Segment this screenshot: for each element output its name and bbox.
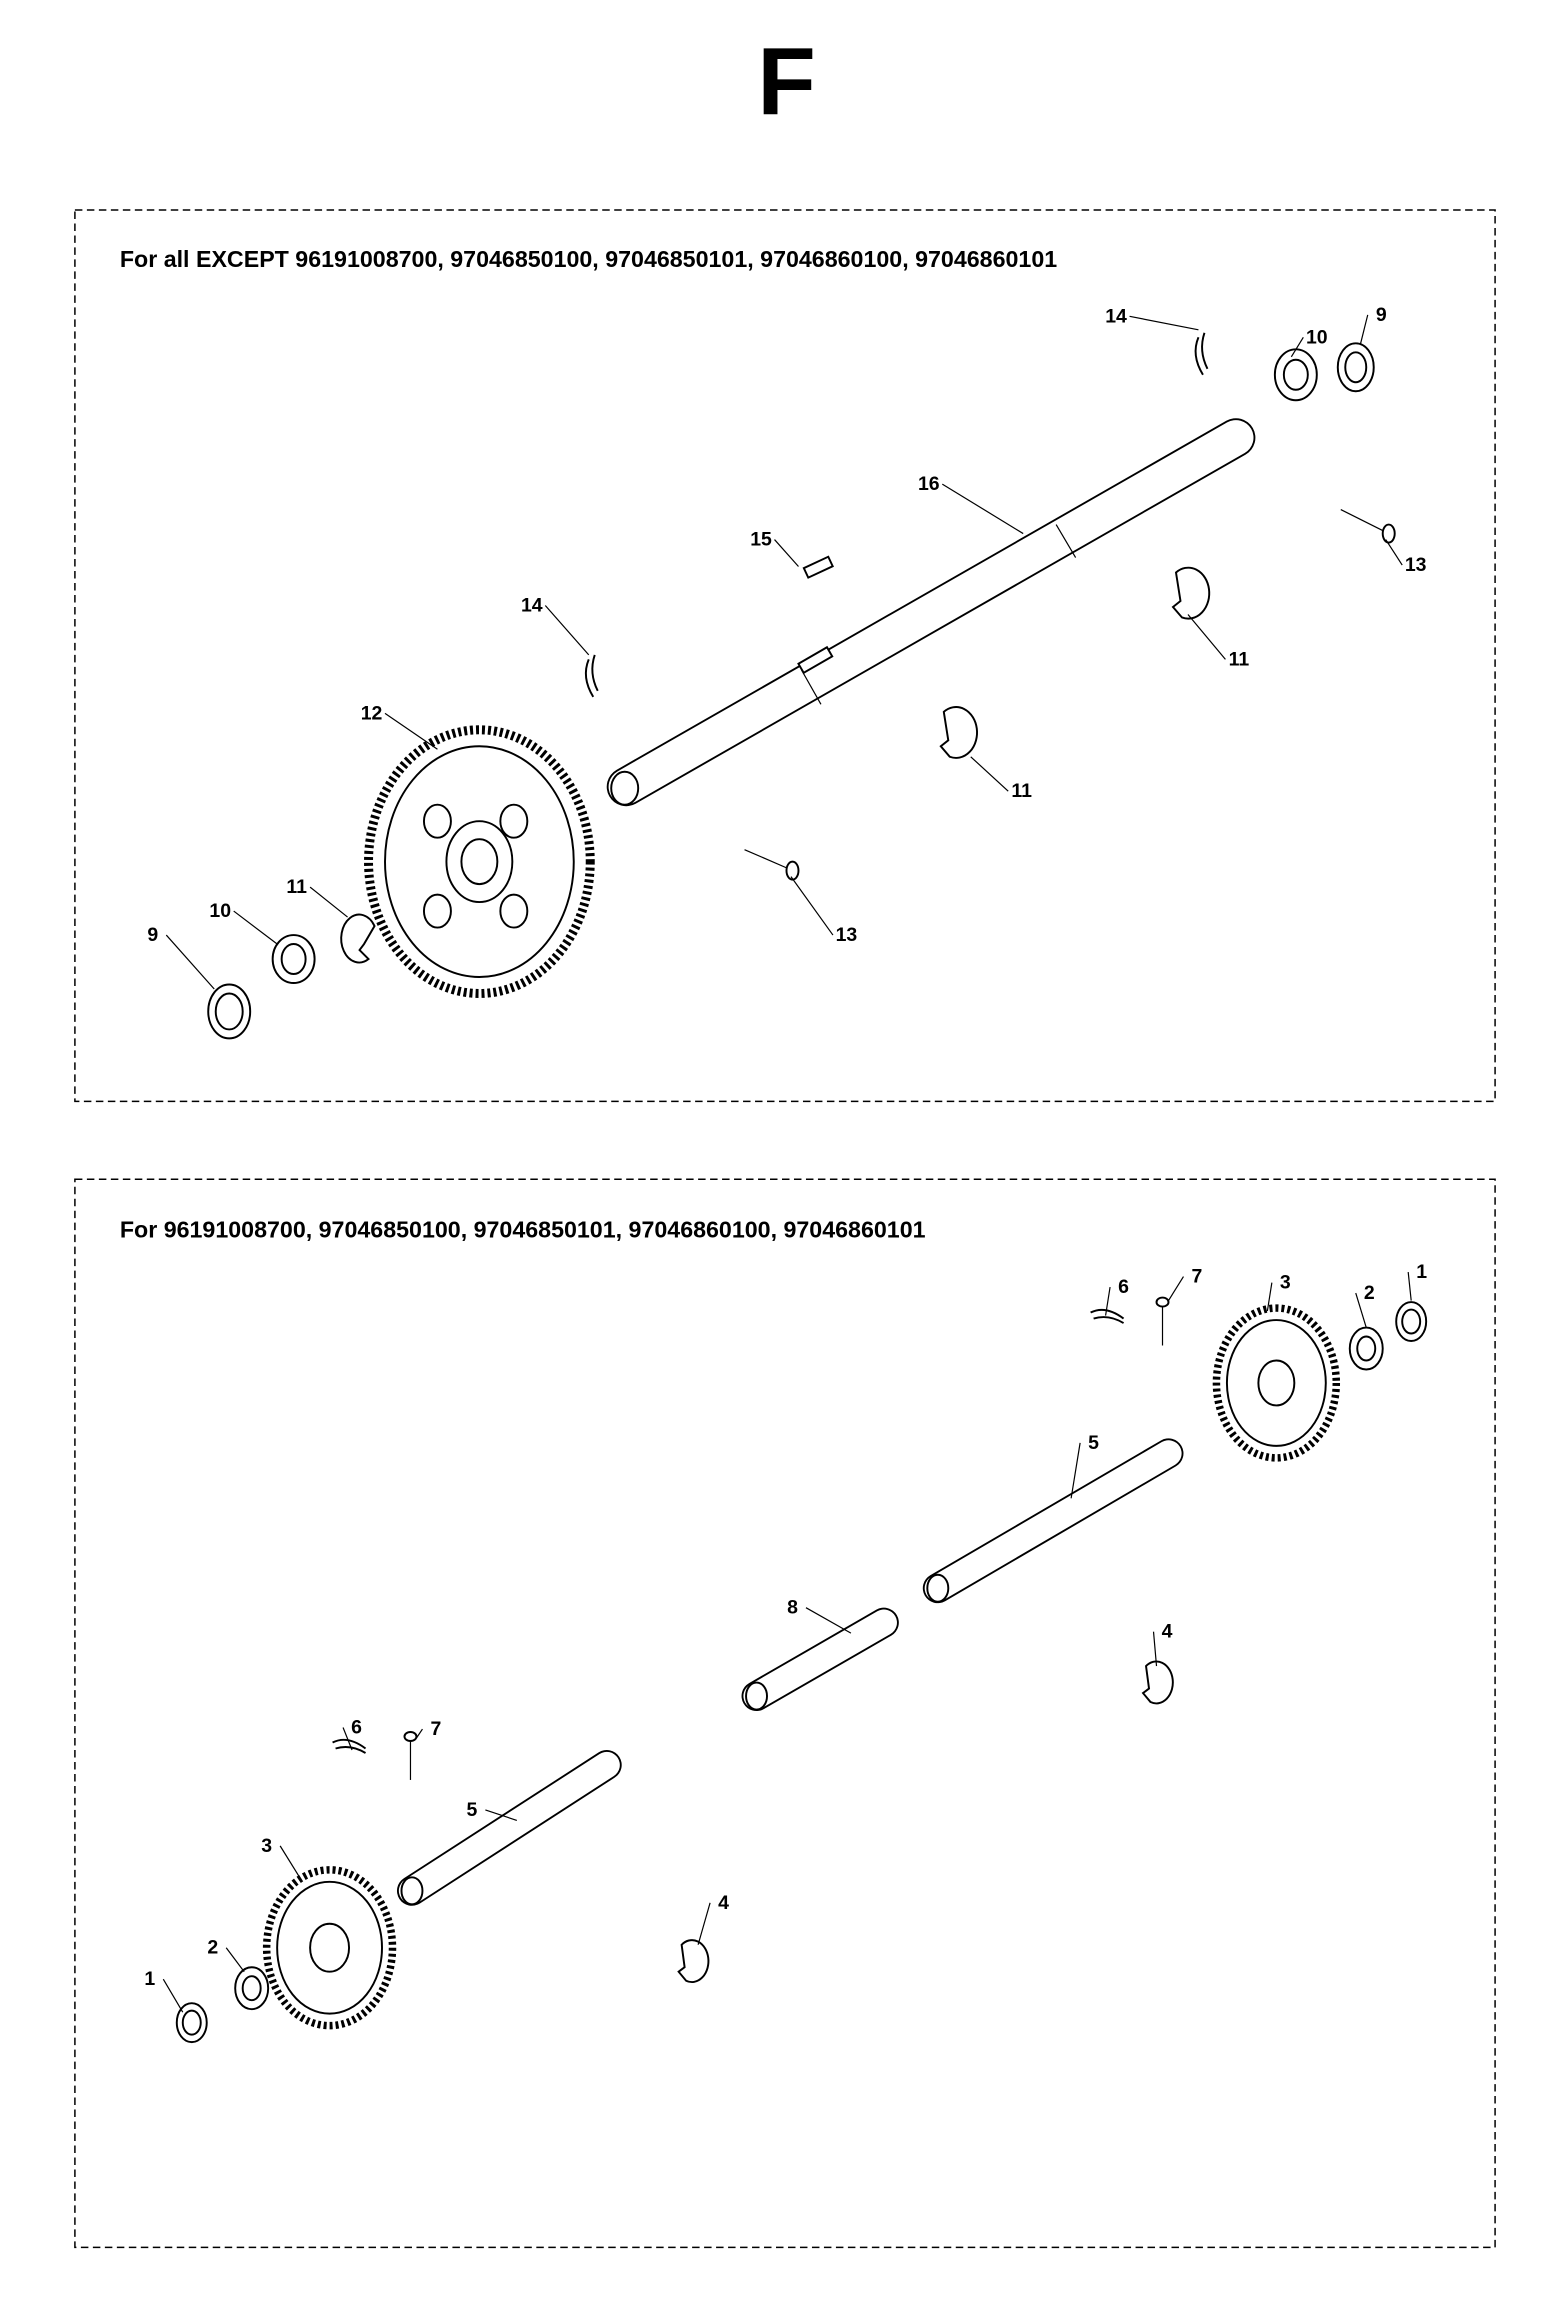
- page-letter: F: [757, 28, 816, 135]
- callout-leader: [384, 712, 438, 750]
- callout-number-5: 5: [466, 1799, 477, 1821]
- section-title-bottom: For 96191008700, 97046850100, 9704685010…: [120, 1217, 926, 1243]
- callout-number-14: 14: [1105, 305, 1127, 327]
- callout-leader: [790, 876, 834, 936]
- gear-12: [364, 725, 595, 998]
- callout-leader: [233, 910, 278, 945]
- callout-leader: [970, 756, 1009, 792]
- callout-leader: [697, 1902, 711, 1945]
- callout-number-15: 15: [750, 529, 772, 551]
- callout-leader: [1104, 1286, 1111, 1316]
- callout-number-9: 9: [1376, 304, 1387, 326]
- section-box-top: [74, 209, 1496, 1103]
- callout-number-7: 7: [1192, 1266, 1203, 1288]
- callout-number-2: 2: [207, 1937, 218, 1959]
- callout-leader: [941, 483, 1024, 535]
- callout-number-1: 1: [144, 1968, 155, 1990]
- callout-number-13: 13: [1405, 554, 1427, 576]
- callout-leader: [1129, 315, 1199, 331]
- callout-leader: [544, 605, 590, 656]
- callout-number-5: 5: [1088, 1432, 1099, 1454]
- callout-leader: [309, 886, 348, 918]
- shafts-bottom: [396, 1438, 1184, 1906]
- callout-number-6: 6: [1118, 1276, 1129, 1298]
- small-parts-top: [207, 332, 1396, 1040]
- callout-number-10: 10: [209, 900, 231, 922]
- callout-number-8: 8: [787, 1597, 798, 1619]
- gears-bottom: [262, 1304, 1341, 2030]
- callout-number-11: 11: [1229, 648, 1250, 670]
- callout-number-4: 4: [718, 1892, 729, 1914]
- callout-number-4: 4: [1162, 1621, 1173, 1643]
- callout-leader: [1187, 614, 1226, 660]
- section-box-bottom: [74, 1178, 1496, 2249]
- callout-number-13: 13: [836, 924, 858, 946]
- callout-leader: [1407, 1272, 1412, 1301]
- callout-number-16: 16: [918, 473, 940, 495]
- callout-leader: [805, 1607, 852, 1634]
- callout-number-9: 9: [147, 924, 158, 946]
- callout-leader: [1355, 1292, 1367, 1328]
- section-title-top: For all EXCEPT 96191008700, 97046850100,…: [120, 246, 1057, 272]
- callout-leader: [1070, 1442, 1081, 1499]
- callout-leader: [1385, 539, 1403, 566]
- shaft-16: [606, 418, 1256, 807]
- callout-number-14: 14: [521, 594, 543, 616]
- callout-leader: [1167, 1276, 1184, 1301]
- callout-number-11: 11: [286, 876, 307, 898]
- callout-number-2: 2: [1364, 1282, 1375, 1304]
- callout-leader: [162, 1978, 184, 2013]
- callout-number-6: 6: [351, 1717, 362, 1739]
- small-parts-bottom: [175, 1296, 1428, 2044]
- callout-leader: [342, 1727, 353, 1751]
- callout-leader: [1290, 336, 1304, 358]
- callout-leader: [225, 1947, 245, 1973]
- callout-leader: [774, 539, 799, 567]
- callout-leader: [485, 1809, 518, 1821]
- callout-leader: [1359, 314, 1369, 345]
- callout-leader: [279, 1845, 301, 1878]
- callout-number-1: 1: [1416, 1261, 1427, 1283]
- callout-leader: [1266, 1282, 1273, 1312]
- callout-number-3: 3: [1280, 1272, 1291, 1294]
- callout-number-12: 12: [361, 702, 383, 724]
- callout-number-7: 7: [431, 1718, 442, 1740]
- callout-number-11: 11: [1011, 780, 1032, 802]
- callout-number-10: 10: [1306, 326, 1328, 348]
- callout-leader: [415, 1728, 423, 1739]
- callout-number-3: 3: [261, 1835, 272, 1857]
- callout-leader: [1152, 1631, 1158, 1667]
- callout-leader: [165, 934, 215, 990]
